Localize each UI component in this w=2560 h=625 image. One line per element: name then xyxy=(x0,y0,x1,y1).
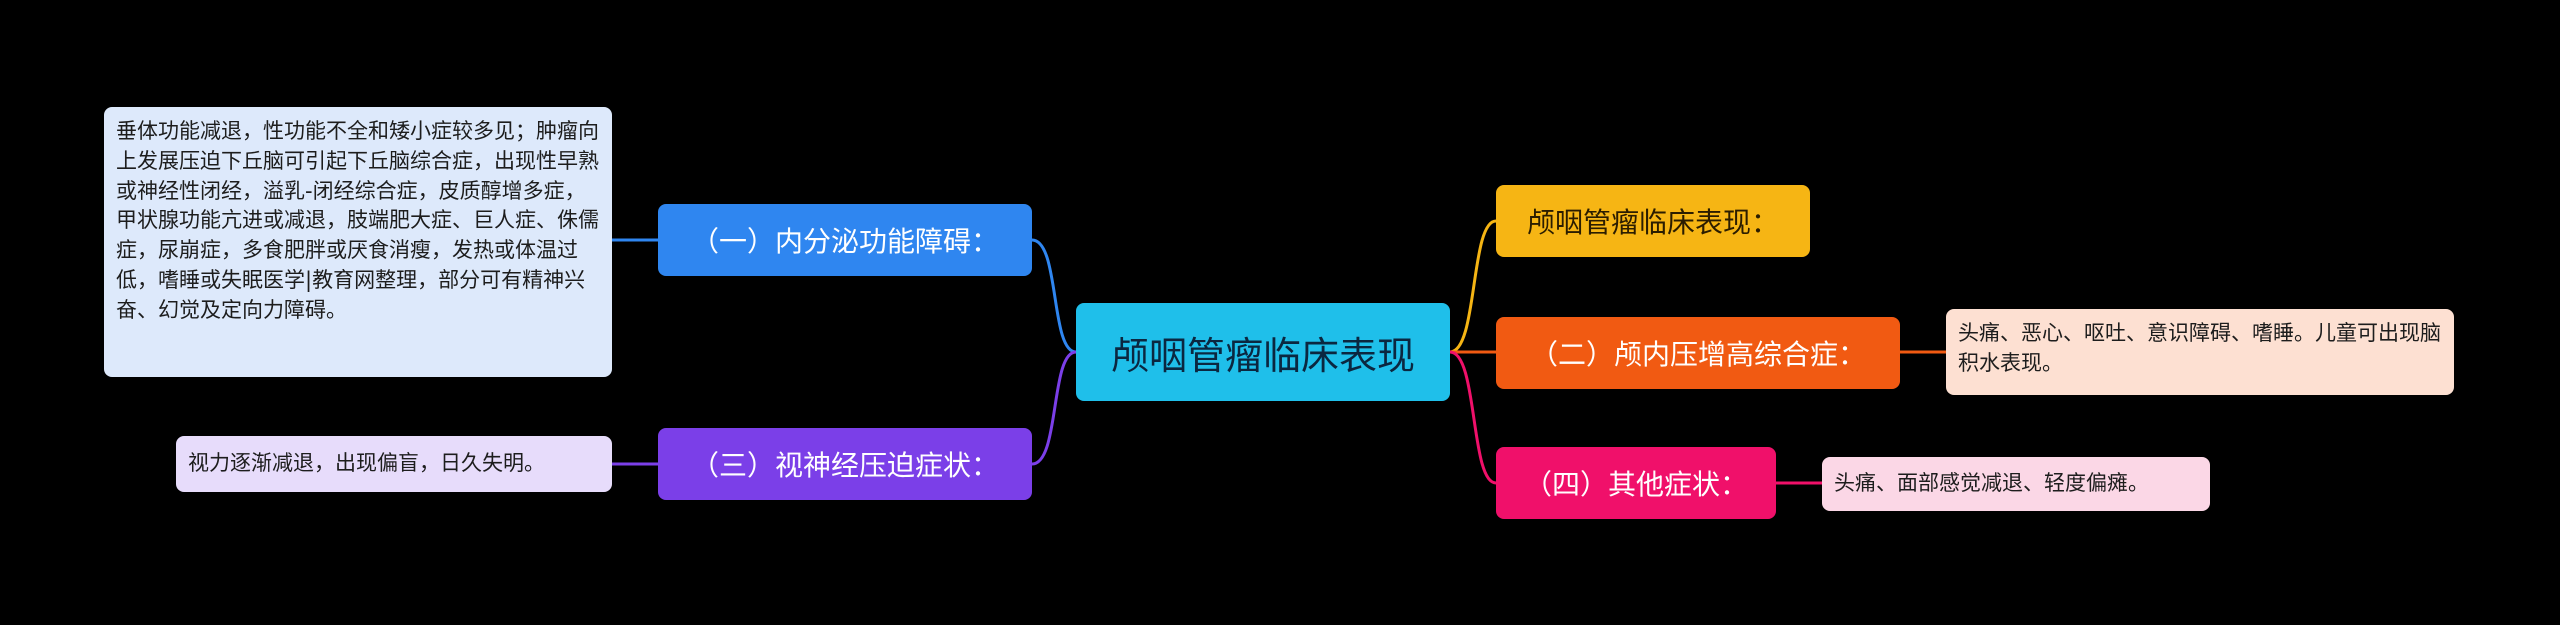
leaf-intracranial-pressure-text: 头痛、恶心、呕吐、意识障碍、嗜睡。儿童可出现脑积水表现。 xyxy=(1958,321,2441,375)
leaf-intracranial-pressure-detail[interactable]: 头痛、恶心、呕吐、意识障碍、嗜睡。儿童可出现脑积水表现。 xyxy=(1946,309,2454,395)
central-topic[interactable]: 颅咽管瘤临床表现 xyxy=(1076,303,1450,401)
leaf-endocrine-detail[interactable]: 垂体功能减退，性功能不全和矮小症较多见；肿瘤向上发展压迫下丘脑可引起下丘脑综合症… xyxy=(104,107,612,377)
link-center-r4 xyxy=(1449,350,1497,485)
branch-optic-nerve[interactable]: （三）视神经压迫症状： xyxy=(658,428,1032,500)
branch-endocrine-label: （一）内分泌功能障碍： xyxy=(690,225,999,258)
leaf-endocrine-text: 垂体功能减退，性功能不全和矮小症较多见；肿瘤向上发展压迫下丘脑可引起下丘脑综合症… xyxy=(116,119,599,322)
leaf-optic-nerve-text: 视力逐渐减退，出现偏盲，日久失明。 xyxy=(188,451,545,476)
branch-clinical-summary-label: 颅咽管瘤临床表现： xyxy=(1526,206,1779,239)
branch-other-symptoms[interactable]: （四）其他症状： xyxy=(1496,447,1776,519)
branch-optic-nerve-label: （三）视神经压迫症状： xyxy=(690,449,999,482)
leaf-optic-nerve-detail[interactable]: 视力逐渐减退，出现偏盲，日久失明。 xyxy=(176,436,612,492)
branch-other-symptoms-label: （四）其他症状： xyxy=(1523,468,1748,501)
central-topic-label: 颅咽管瘤临床表现 xyxy=(1110,333,1415,378)
link-center-b3 xyxy=(1031,350,1077,466)
leaf-other-symptoms-text: 头痛、面部感觉减退、轻度偏瘫。 xyxy=(1834,471,2149,496)
branch-clinical-summary[interactable]: 颅咽管瘤临床表现： xyxy=(1496,185,1810,257)
branch-endocrine[interactable]: （一）内分泌功能障碍： xyxy=(658,204,1032,276)
link-center-b1 xyxy=(1031,238,1077,354)
branch-intracranial-pressure-label: （二）颅内压增高综合症： xyxy=(1529,338,1866,371)
leaf-other-symptoms-detail[interactable]: 头痛、面部感觉减退、轻度偏瘫。 xyxy=(1822,457,2210,511)
link-center-r0 xyxy=(1449,219,1497,354)
branch-intracranial-pressure[interactable]: （二）颅内压增高综合症： xyxy=(1496,317,1900,389)
